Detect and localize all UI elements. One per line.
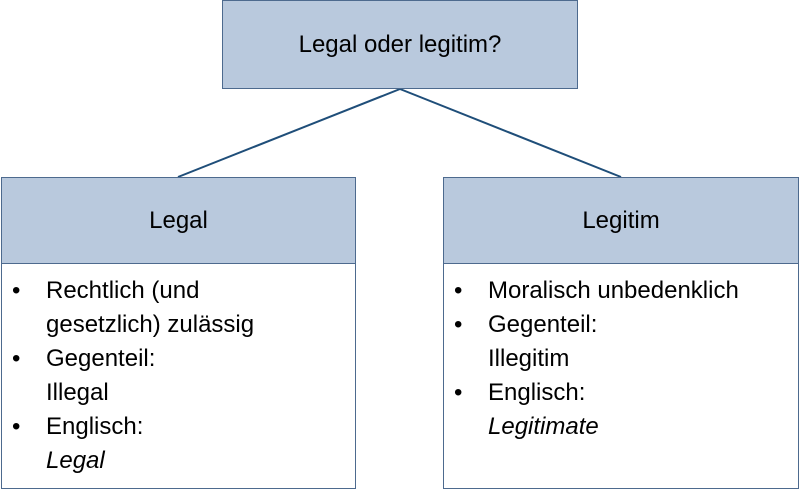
legitim-item-2-line-2: Illegitim — [488, 345, 570, 372]
legal-heading-text: Legal — [149, 206, 208, 234]
legitim-item-2: • Gegenteil: Illegitim — [450, 308, 792, 376]
bullet-icon: • — [12, 413, 21, 440]
legitim-item-2-line-1: Gegenteil: — [488, 311, 598, 338]
legal-node-body: • Rechtlich (und gesetzlich) zulässig • … — [1, 264, 356, 489]
legitim-heading-text: Legitim — [582, 206, 660, 234]
legitim-item-1: • Moralisch unbedenklich — [450, 274, 792, 308]
root-title: Legal oder legitim? — [298, 30, 502, 58]
legal-item-3-line-1: Englisch: — [46, 413, 144, 440]
bullet-icon: • — [12, 277, 21, 304]
legitim-node-heading: Legitim — [443, 177, 799, 264]
connector-left — [177, 88, 401, 178]
legitim-bullet-list: • Moralisch unbedenklich • Gegenteil: Il… — [450, 274, 792, 444]
root-node: Legal oder legitim? — [222, 0, 578, 89]
bullet-icon: • — [454, 379, 463, 406]
legal-item-3-english-term: Legal — [46, 447, 105, 474]
legal-item-1: • Rechtlich (und gesetzlich) zulässig — [8, 274, 349, 342]
legal-item-2-line-2: Illegal — [46, 379, 109, 406]
legal-item-2-line-1: Gegenteil: — [46, 345, 156, 372]
legal-item-1-line-2: gesetzlich) zulässig — [46, 311, 255, 338]
bullet-icon: • — [12, 345, 21, 372]
legitim-item-3-english-term: Legitimate — [488, 413, 599, 440]
legal-item-1-line-1: Rechtlich (und — [46, 277, 200, 304]
legitim-node-body: • Moralisch unbedenklich • Gegenteil: Il… — [443, 264, 799, 489]
connector-right — [399, 88, 622, 178]
legitim-item-3: • Englisch: Legitimate — [450, 376, 792, 444]
legitim-item-1-line-1: Moralisch unbedenklich — [488, 277, 739, 304]
legal-item-2: • Gegenteil: Illegal — [8, 342, 349, 410]
legal-bullet-list: • Rechtlich (und gesetzlich) zulässig • … — [8, 274, 349, 478]
bullet-icon: • — [454, 277, 463, 304]
legal-item-3: • Englisch: Legal — [8, 410, 349, 478]
legal-node-heading: Legal — [1, 177, 356, 264]
legitim-item-3-line-1: Englisch: — [488, 379, 586, 406]
bullet-icon: • — [454, 311, 463, 338]
